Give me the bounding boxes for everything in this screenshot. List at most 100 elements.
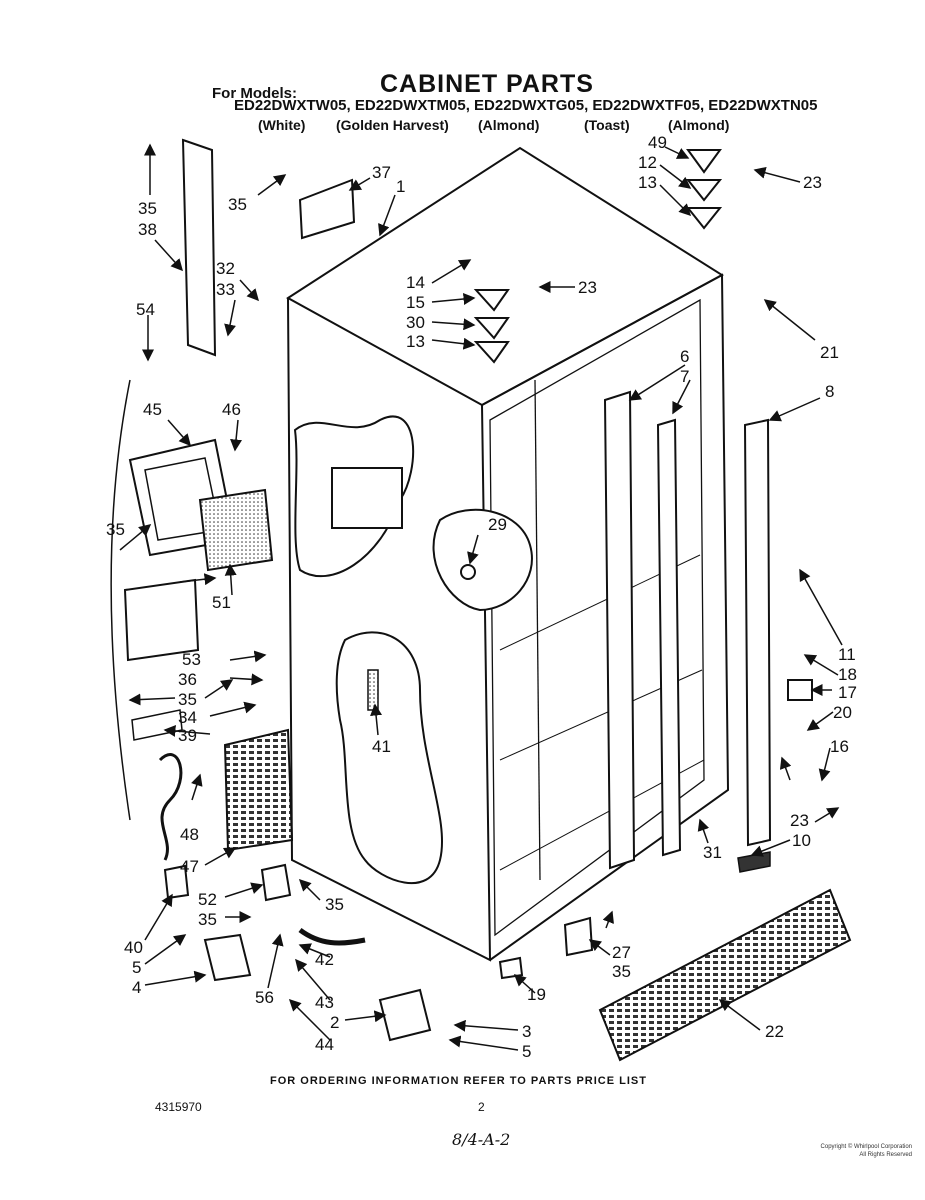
callout-40: 40 bbox=[124, 938, 143, 957]
callout-27: 27 bbox=[612, 943, 631, 962]
part-12-hinge bbox=[685, 179, 723, 202]
document-part-number: 4315970 bbox=[155, 1100, 202, 1114]
part-30-shim bbox=[473, 317, 510, 340]
for-models-label: For Models: bbox=[212, 85, 297, 102]
callout-16: 16 bbox=[830, 737, 849, 756]
part-48-cord bbox=[158, 753, 183, 861]
part-22-grille bbox=[598, 888, 852, 1062]
callout-33: 33 bbox=[216, 280, 235, 299]
part-27-bracket bbox=[563, 916, 594, 957]
page-number: 2 bbox=[478, 1100, 485, 1114]
callout-17: 17 bbox=[838, 683, 857, 702]
part-40-plug bbox=[163, 864, 190, 900]
callout-44: 44 bbox=[315, 1035, 334, 1054]
model-color-white: (White) bbox=[258, 117, 306, 133]
inner-cutaway bbox=[432, 508, 533, 612]
model-color-almond: (Almond) bbox=[478, 117, 540, 133]
callout-14: 14 bbox=[406, 273, 425, 292]
callout-20: 20 bbox=[833, 703, 852, 722]
callout-5: 5 bbox=[522, 1042, 531, 1061]
callout-52: 52 bbox=[198, 890, 217, 909]
callout-34: 34 bbox=[178, 708, 197, 727]
part-2-bracket bbox=[378, 988, 432, 1042]
part-13-hinge-top bbox=[685, 207, 723, 230]
callout-35: 35 bbox=[198, 910, 217, 929]
callout-56: 56 bbox=[255, 988, 274, 1007]
part-51-insulation bbox=[198, 488, 274, 572]
part-49-cap bbox=[686, 149, 722, 174]
model-color-golden-harvest: (Golden Harvest) bbox=[336, 117, 449, 133]
model-color-toast: (Toast) bbox=[584, 117, 630, 133]
callout-12: 12 bbox=[638, 153, 657, 172]
side-opening bbox=[331, 467, 403, 529]
part-17-roller bbox=[787, 679, 813, 701]
callout-2: 2 bbox=[330, 1013, 339, 1032]
callout-45: 45 bbox=[143, 400, 162, 419]
callout-13: 13 bbox=[406, 332, 425, 351]
callout-23: 23 bbox=[790, 811, 809, 830]
callout-35: 35 bbox=[106, 520, 125, 539]
copyright-line-2: All Rights Reserved bbox=[859, 1152, 912, 1158]
part-39-bracket bbox=[131, 709, 183, 741]
callout-4: 4 bbox=[132, 978, 141, 997]
callout-48: 48 bbox=[180, 825, 199, 844]
callout-37: 37 bbox=[372, 163, 391, 182]
callout-23: 23 bbox=[578, 278, 597, 297]
callout-8: 8 bbox=[825, 382, 834, 401]
part-8-strip bbox=[743, 418, 772, 847]
callout-39: 39 bbox=[178, 726, 197, 745]
callout-35: 35 bbox=[138, 199, 157, 218]
callout-18: 18 bbox=[838, 665, 857, 684]
callout-5: 5 bbox=[132, 958, 141, 977]
callout-32: 32 bbox=[216, 259, 235, 278]
callout-41: 41 bbox=[372, 737, 391, 756]
part-4-bracket bbox=[203, 933, 252, 982]
part-54-wire bbox=[110, 379, 131, 821]
callout-49: 49 bbox=[648, 133, 667, 152]
lower-cutaway bbox=[335, 631, 444, 884]
callout-13: 13 bbox=[638, 173, 657, 192]
part-13-hinge-mid bbox=[473, 341, 510, 364]
callout-30: 30 bbox=[406, 313, 425, 332]
part-7-strip bbox=[656, 418, 682, 857]
leader-lines bbox=[119, 143, 843, 1051]
model-color-almond-2: (Almond) bbox=[668, 117, 730, 133]
copyright-line-1: Copyright © Whirlpool Corporation bbox=[820, 1144, 912, 1150]
handwritten-note: 8/4-A-2 bbox=[452, 1130, 511, 1149]
part-42-tube bbox=[298, 927, 366, 946]
callout-31: 31 bbox=[703, 843, 722, 862]
callout-54: 54 bbox=[136, 300, 155, 319]
callout-labels: 35 38 35 37 1 32 33 54 45 46 35 51 14 15… bbox=[106, 133, 857, 1061]
callout-6: 6 bbox=[680, 347, 689, 366]
callout-19: 19 bbox=[527, 985, 546, 1004]
callout-7: 7 bbox=[680, 367, 689, 386]
callout-22: 22 bbox=[765, 1022, 784, 1041]
part-6-strip bbox=[603, 390, 636, 870]
callout-43: 43 bbox=[315, 993, 334, 1012]
part-37-panel bbox=[298, 178, 356, 240]
callout-35: 35 bbox=[612, 962, 631, 981]
callout-1: 1 bbox=[396, 177, 405, 196]
callout-21: 21 bbox=[820, 343, 839, 362]
page-title: CABINET PARTS bbox=[380, 70, 594, 98]
ordering-note: FOR ORDERING INFORMATION REFER TO PARTS … bbox=[270, 1075, 647, 1087]
callout-11: 11 bbox=[838, 645, 856, 664]
callout-3: 3 bbox=[522, 1022, 531, 1041]
cabinet-shell bbox=[286, 146, 730, 962]
callout-10: 10 bbox=[792, 831, 811, 850]
callout-23: 23 bbox=[803, 173, 822, 192]
callout-35: 35 bbox=[178, 690, 197, 709]
part-47-cover bbox=[223, 728, 294, 852]
callout-29: 29 bbox=[488, 515, 507, 534]
callout-38: 38 bbox=[138, 220, 157, 239]
callout-47: 47 bbox=[180, 857, 199, 876]
part-52-bracket bbox=[260, 863, 292, 902]
part-29-grommet bbox=[460, 564, 476, 580]
model-numbers: ED22DWXTW05, ED22DWXTM05, ED22DWXTG05, E… bbox=[234, 97, 818, 114]
callout-53: 53 bbox=[182, 650, 201, 669]
copyright-notice: Copyright © Whirlpool Corporation All Ri… bbox=[762, 1143, 912, 1159]
part-41-spring bbox=[367, 669, 379, 711]
callout-46: 46 bbox=[222, 400, 241, 419]
